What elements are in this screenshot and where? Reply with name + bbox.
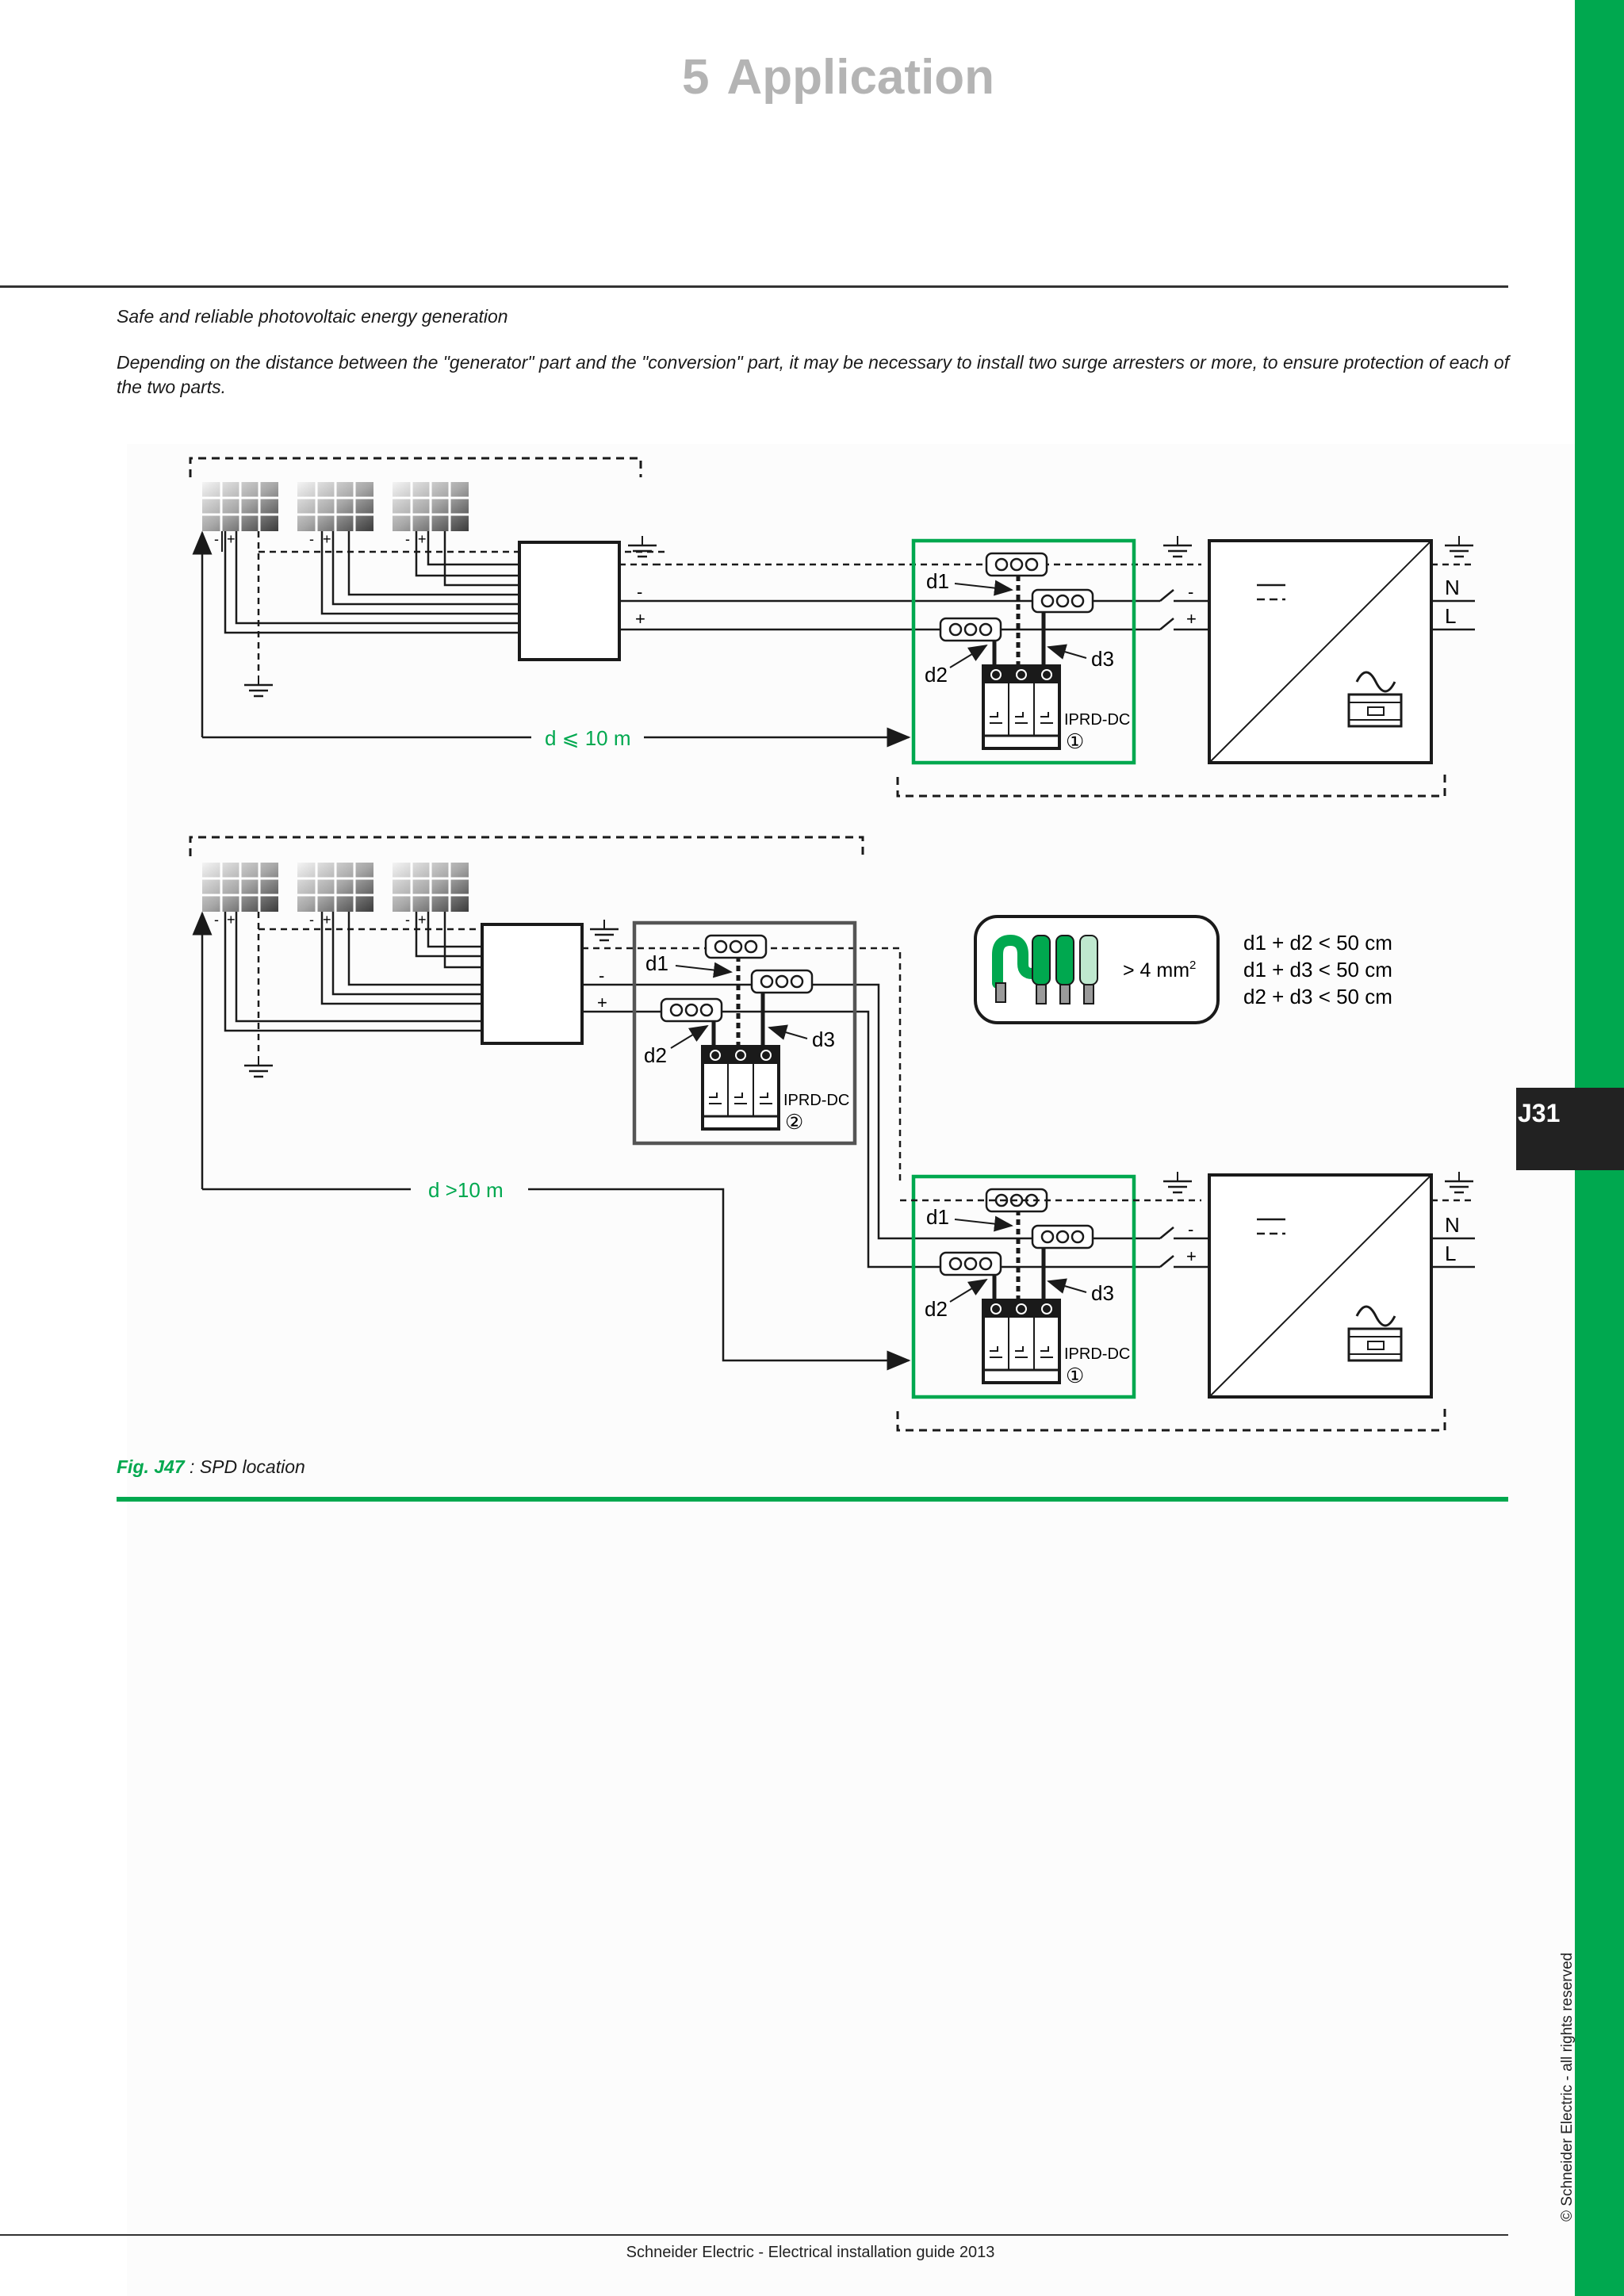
svg-text:+: + <box>1186 1246 1197 1266</box>
lug-icon <box>1079 935 1098 985</box>
svg-text:+: + <box>323 912 331 928</box>
svg-text:-: - <box>309 912 314 928</box>
svg-text:-: - <box>405 912 410 928</box>
page-footer: Schneider Electric - Electrical installa… <box>0 2244 1624 2262</box>
d2-label: d2 <box>644 1043 667 1067</box>
ground-icon <box>1443 1170 1475 1194</box>
rule-2: d1 + d3 < 50 cm <box>1243 958 1392 982</box>
svg-text:+: + <box>323 531 331 547</box>
terminal-block-icon <box>1031 588 1094 614</box>
cable-section-label: > 4 mm2 <box>1123 959 1196 982</box>
svg-text:-: - <box>309 531 314 547</box>
ground-icon <box>1162 534 1193 558</box>
combiner-box <box>481 923 584 1045</box>
ground-icon <box>1443 534 1475 558</box>
surge-arrester-icon <box>982 1299 1061 1384</box>
ground-icon <box>1162 1170 1193 1194</box>
figure-rule <box>117 1497 1508 1502</box>
lug-icon <box>1055 935 1074 985</box>
combiner-box <box>518 541 621 661</box>
section-paragraph: Depending on the distance between the "g… <box>117 352 1510 397</box>
ground-icon <box>243 1054 274 1078</box>
terminal-block-icon <box>939 617 1002 642</box>
spd-number: ② <box>785 1110 803 1134</box>
ground-icon <box>243 674 274 698</box>
svg-text:+: + <box>418 531 427 547</box>
chapter-name: Application <box>726 50 995 105</box>
svg-text:+: + <box>227 912 236 928</box>
terminal-block-icon <box>1031 1224 1094 1249</box>
footer-text: Schneider Electric - Electrical installa… <box>626 2244 995 2261</box>
spd-box-green <box>911 538 1136 765</box>
spd-box-grey <box>632 920 857 1146</box>
ground-icon <box>626 534 658 558</box>
d2-label: d2 <box>925 663 948 687</box>
minus-label: - <box>637 582 642 602</box>
figure-caption: Fig. J47 : SPD location <box>117 1456 305 1478</box>
line-label: L <box>1445 1242 1456 1265</box>
minus-label: - <box>599 966 604 985</box>
pv-panel-icon <box>391 480 470 533</box>
spd-location-diagram: -+ -+ -+ - + d1 d2 d3 <box>159 444 1499 1443</box>
spd-label: IPRD-DC <box>1064 1345 1130 1363</box>
plus-label: + <box>635 609 645 629</box>
svg-text:+: + <box>227 531 236 547</box>
svg-text:+: + <box>418 912 427 928</box>
inverter-icon <box>1208 539 1433 764</box>
bottom-pv-scheme: -+ -+ -+ - + d1 d2 d3 IPRD-DC <box>189 836 1475 1432</box>
section-subheading: Safe and reliable photovoltaic energy ge… <box>117 306 508 327</box>
header-rule <box>0 285 1508 288</box>
terminal-block-icon <box>660 997 723 1023</box>
svg-text:-: - <box>405 531 410 547</box>
neutral-label: N <box>1445 576 1460 599</box>
distance-label: d ⩽ 10 m <box>545 726 631 750</box>
terminal-block-icon <box>985 552 1048 577</box>
svg-text:-: - <box>1188 582 1193 602</box>
d3-label: d3 <box>1091 647 1114 671</box>
surge-arrester-icon <box>982 664 1061 750</box>
ground-icon <box>588 918 620 942</box>
copyright-notice: © Schneider Electric - all rights reserv… <box>1559 1952 1576 2221</box>
d1-label: d1 <box>645 951 668 975</box>
line-label: L <box>1445 604 1456 628</box>
terminal-block-icon <box>704 934 768 959</box>
figure-label: Fig. J47 <box>117 1456 185 1477</box>
plus-label: + <box>597 993 607 1012</box>
neutral-label: N <box>1445 1213 1460 1237</box>
pv-panel-icon <box>201 861 280 913</box>
spd-number: ① <box>1066 1364 1084 1387</box>
rule-1: d1 + d2 < 50 cm <box>1243 931 1392 955</box>
svg-text:-: - <box>214 531 219 547</box>
terminal-block-icon <box>939 1251 1002 1276</box>
svg-text:+: + <box>1186 609 1197 629</box>
pv-panel-icon <box>296 861 375 913</box>
figure-caption-text: : SPD location <box>184 1456 305 1477</box>
spd-label: IPRD-DC <box>1064 711 1130 729</box>
svg-text:-: - <box>1188 1219 1193 1239</box>
pv-panel-icon <box>201 480 280 533</box>
spd-box-green <box>911 1174 1136 1399</box>
svg-text:-: - <box>214 912 219 928</box>
d3-label: d3 <box>812 1027 835 1051</box>
inverter-icon <box>1208 1173 1433 1399</box>
chapter-number: 5 <box>682 50 710 105</box>
pv-panel-icon <box>391 861 470 913</box>
footer-rule <box>0 2234 1508 2236</box>
top-pv-scheme: -+ -+ -+ - + d1 d2 d3 <box>189 457 1475 798</box>
d3-label: d3 <box>1091 1281 1114 1305</box>
chapter-title: 5 Application <box>682 49 994 105</box>
d1-label: d1 <box>926 569 949 593</box>
pv-panel-icon <box>296 480 375 533</box>
page-tab: J31 <box>1516 1088 1624 1170</box>
spd-label: IPRD-DC <box>783 1092 849 1109</box>
d2-label: d2 <box>925 1297 948 1321</box>
rule-3: d2 + d3 < 50 cm <box>1243 985 1392 1008</box>
d1-label: d1 <box>926 1205 949 1229</box>
lug-icon <box>1032 935 1051 985</box>
terminal-block-icon <box>750 969 814 994</box>
spd-number: ① <box>1066 729 1084 753</box>
distance-label: d >10 m <box>428 1178 504 1202</box>
surge-arrester-icon <box>701 1045 780 1131</box>
